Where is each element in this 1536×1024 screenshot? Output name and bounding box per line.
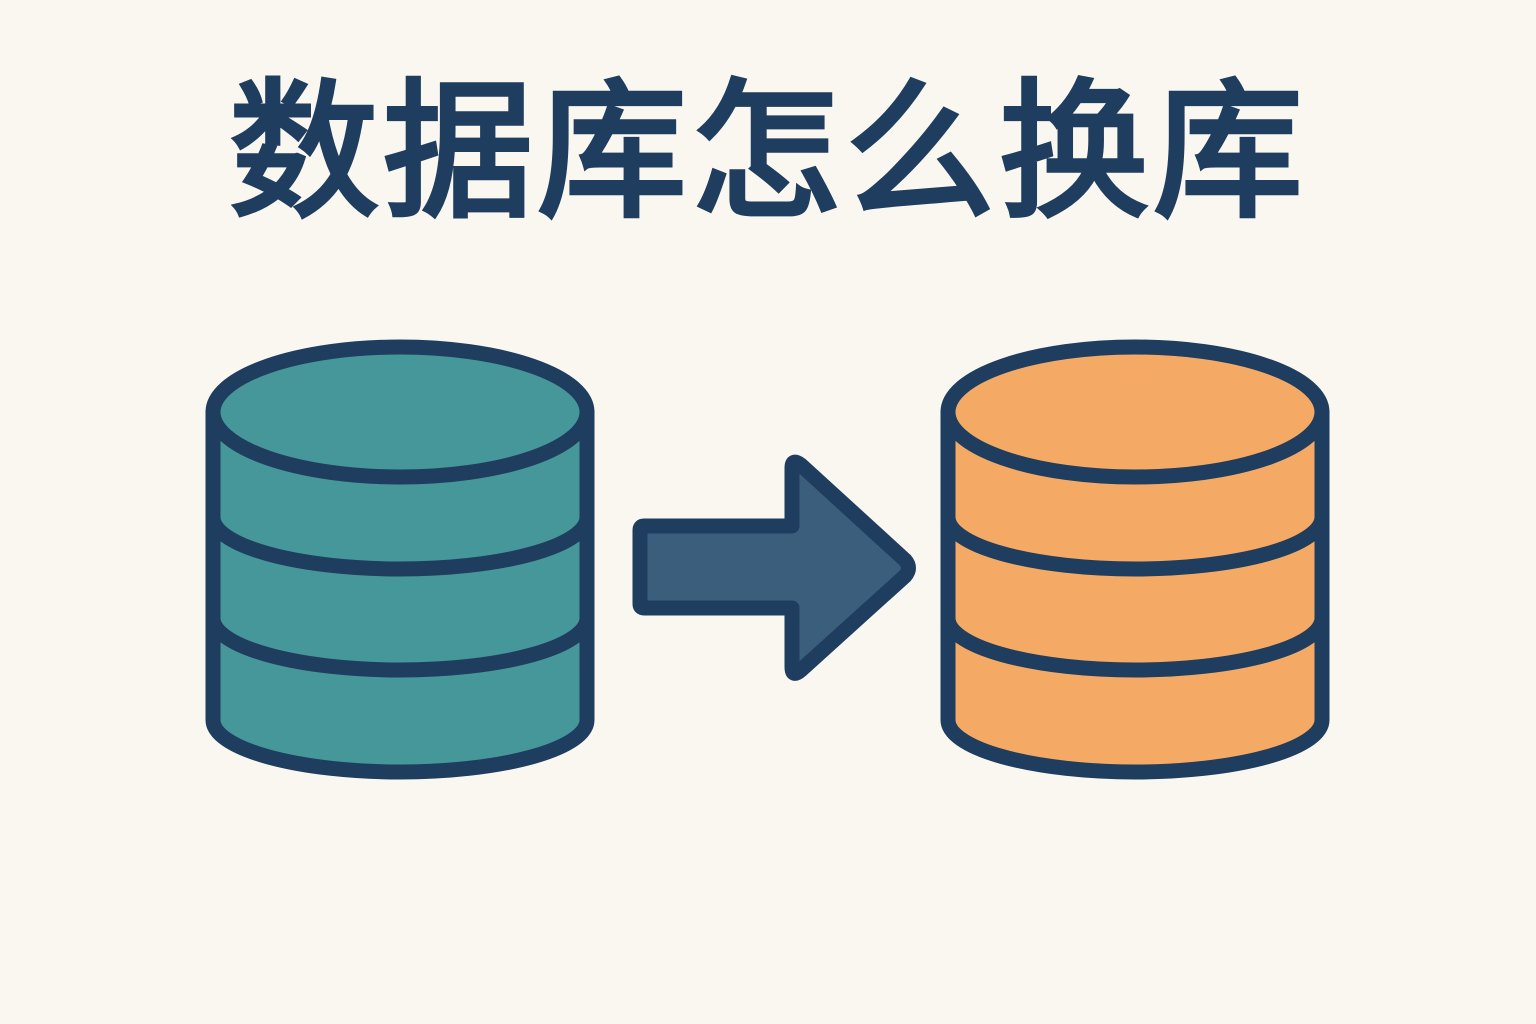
source-database-band-2 — [205, 617, 595, 678]
target-database-top — [940, 339, 1330, 485]
arrow-right-icon — [632, 454, 916, 681]
source-database-band-1 — [205, 516, 595, 577]
source-database-icon — [205, 339, 595, 780]
target-database-icon — [940, 339, 1330, 780]
target-database-body — [940, 404, 1330, 780]
target-database-band-1 — [940, 516, 1330, 577]
migration-arrow — [632, 454, 916, 681]
source-database-top — [205, 339, 595, 485]
page-title: 数据库怎么换库 — [228, 66, 1307, 240]
target-database-band-2 — [940, 617, 1330, 678]
source-database-body — [205, 404, 595, 780]
